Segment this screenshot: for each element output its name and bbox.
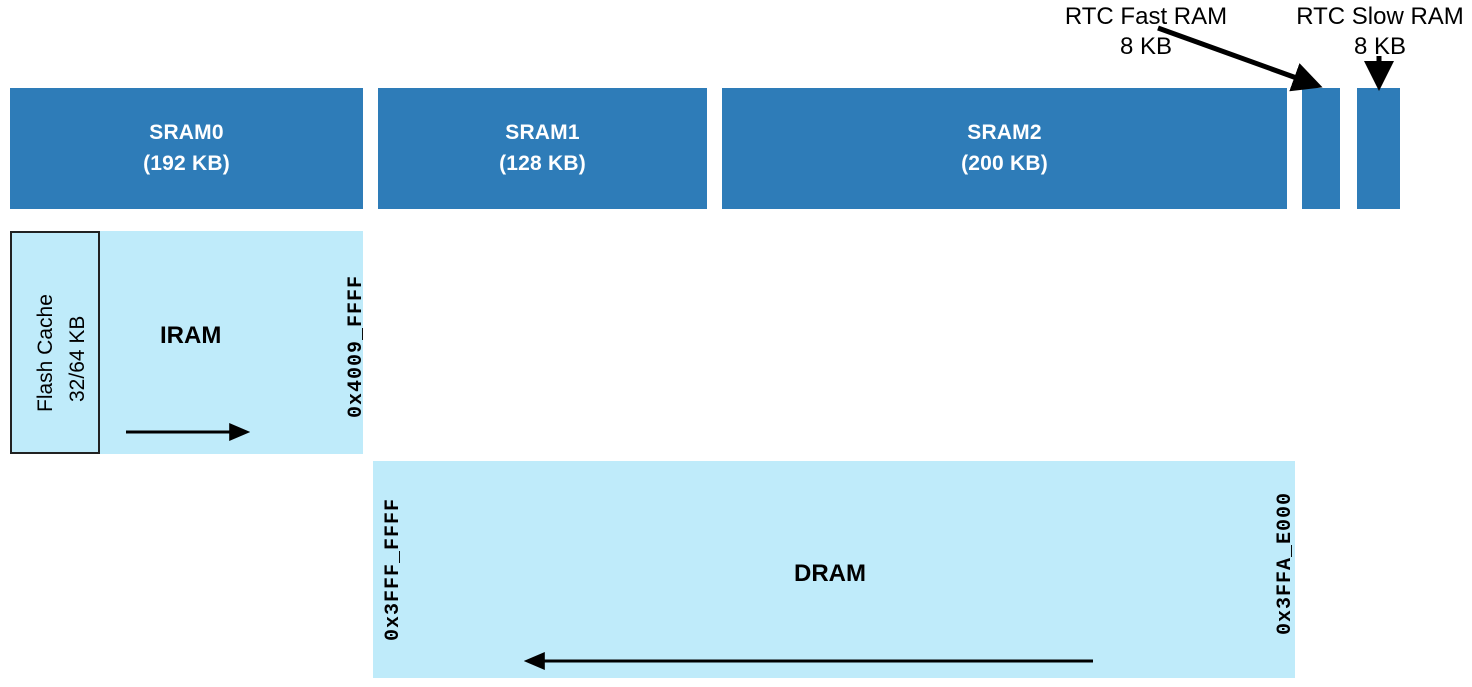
rtc-slow-ram-block [1357,88,1400,209]
iram-end-address: 0x4009_FFFF [345,274,368,418]
dram-end-address: 0x3FFA_E000 [1274,491,1297,635]
sram2-size: (200 KB) [961,151,1048,175]
sram0-size: (192 KB) [143,151,230,175]
sram2-block: SRAM2 (200 KB) [722,88,1287,209]
rtc-slow-ram-callout-line2: 8 KB [1353,33,1407,60]
rtc-slow-ram-callout-line1: RTC Slow RAM [1296,3,1464,30]
rtc-fast-ram-callout: RTC Fast RAM 8 KB [1060,2,1232,62]
rtc-fast-ram-callout-line1: RTC Fast RAM [1064,3,1228,30]
sram0-block: SRAM0 (192 KB) [10,88,363,209]
sram1-block: SRAM1 (128 KB) [378,88,707,209]
dram-block [373,461,1295,678]
rtc-fast-ram-block [1302,88,1340,209]
iram-label: IRAM [160,322,222,349]
flash-cache-block [10,231,100,454]
rtc-fast-ram-callout-line2: 8 KB [1119,33,1173,60]
rtc-slow-ram-callout: RTC Slow RAM 8 KB [1290,2,1470,62]
sram1-label: SRAM1 [505,121,580,145]
dram-start-address: 0x3FFF_FFFF [382,497,405,641]
flash-cache-label-line1: Flash Cache [34,294,57,412]
sram1-size: (128 KB) [499,151,586,175]
flash-cache-label-line2: 32/64 KB [66,315,89,402]
sram0-label: SRAM0 [149,121,224,145]
sram2-label: SRAM2 [967,121,1042,145]
dram-label: DRAM [794,560,866,587]
